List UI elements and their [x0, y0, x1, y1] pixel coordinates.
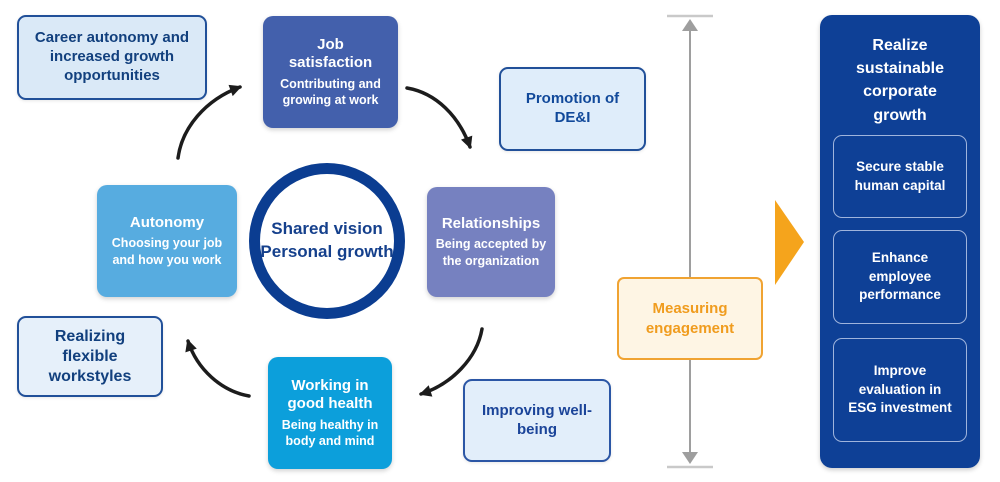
node-working-good-health: Working in good health Being healthy in … [268, 357, 392, 469]
cycle-arrow-job-to-relationships [405, 86, 473, 149]
measure-arrow-down-icon [682, 452, 698, 464]
cycle-arrow-relationships-to-working [419, 327, 484, 397]
node-relationships-subtitle: Being accepted by the organization [435, 237, 547, 268]
outcome-item-employee-performance-text: Enhance employee performance [859, 249, 941, 303]
node-job-satisfaction-subtitle: Contributing and growing at work [280, 76, 381, 107]
node-autonomy: Autonomy Choosing your job and how you w… [97, 185, 237, 297]
shared-vision-line2: Personal growth [260, 242, 394, 261]
node-job-satisfaction: Job satisfaction Contributing and growin… [263, 16, 398, 128]
flow-arrow-icon [775, 200, 804, 285]
outcome-item-esg-investment: Improve evaluation in ESG investment [833, 338, 967, 442]
cycle-arrow-autonomy-to-job [176, 84, 242, 160]
measuring-engagement-box: Measuring engagement [617, 277, 763, 360]
node-relationships-title: Relationships [441, 215, 541, 233]
label-improving-wellbeing-text: Improving well-being [481, 401, 592, 438]
node-autonomy-subtitle: Choosing your job and how you work [111, 236, 223, 267]
shared-vision-circle: Shared vision Personal growth [249, 163, 405, 319]
label-promotion-dei-text: Promotion of DE&I [525, 90, 620, 126]
measuring-engagement-text: Measuring engagement [645, 300, 735, 337]
measure-arrow-up-icon [682, 19, 698, 31]
node-job-satisfaction-title: Job satisfaction [288, 35, 373, 72]
outcome-item-human-capital: Secure stable human capital [833, 135, 967, 218]
outcome-item-human-capital-text: Secure stable human capital [854, 158, 946, 193]
label-flexible-workstyles-text: Realizing flexible workstyles [48, 327, 132, 385]
outcome-item-esg-investment-text: Improve evaluation in ESG investment [848, 362, 952, 416]
label-improving-wellbeing: Improving well-being [463, 379, 611, 462]
outcome-panel: Realize sustainable corporate growth Sec… [820, 15, 980, 468]
shared-vision-line1: Shared vision [271, 219, 383, 239]
outcome-panel-title: Realize sustainable corporate growth [855, 37, 945, 124]
node-autonomy-title: Autonomy [129, 214, 205, 232]
outcome-item-employee-performance: Enhance employee performance [833, 230, 967, 324]
node-working-good-health-title: Working in good health [287, 376, 373, 413]
node-relationships: Relationships Being accepted by the orga… [427, 187, 555, 297]
label-promotion-dei: Promotion of DE&I [499, 67, 646, 151]
cycle-arrow-working-to-autonomy [185, 339, 251, 398]
label-flexible-workstyles: Realizing flexible workstyles [17, 316, 163, 397]
node-working-good-health-subtitle: Being healthy in body and mind [281, 417, 379, 448]
label-career-autonomy-text: Career autonomy and increased growth opp… [34, 29, 190, 84]
label-career-autonomy: Career autonomy and increased growth opp… [17, 15, 207, 100]
